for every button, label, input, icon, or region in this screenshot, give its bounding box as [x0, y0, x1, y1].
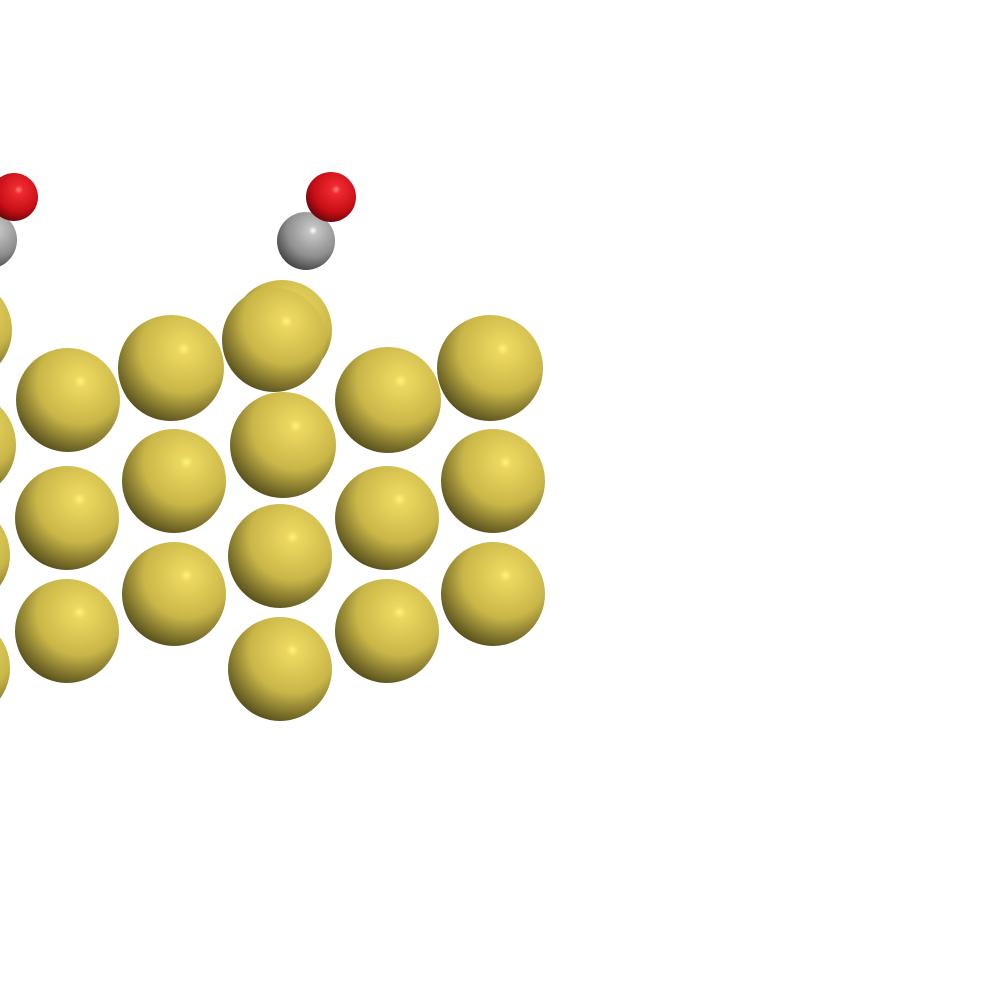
gold-atom: [441, 542, 545, 646]
gold-atom: [122, 542, 226, 646]
gold-atom: [16, 348, 120, 452]
carbon-atom: [0, 213, 17, 267]
gold-atom: [0, 637, 10, 699]
gold-atom: [228, 504, 332, 608]
gold-atom: [122, 429, 226, 533]
gold-atom: [441, 429, 545, 533]
oxygen-atom: [306, 172, 356, 222]
gold-atom: [437, 315, 543, 421]
carbon-atom: [277, 212, 335, 270]
gold-atom: [230, 392, 336, 498]
gold-atom: [0, 296, 12, 364]
gold-atom: [228, 617, 332, 721]
atom-layer: [0, 172, 545, 721]
oxygen-atom: [0, 173, 38, 221]
gold-atom: [0, 406, 16, 484]
gold-atom: [118, 315, 224, 421]
gold-atom: [222, 288, 326, 392]
gold-atom: [15, 466, 119, 570]
gold-atom: [15, 579, 119, 683]
gold-atom: [335, 579, 439, 683]
gold-atom: [0, 524, 10, 586]
gold-atom: [335, 347, 441, 453]
gold-atom: [335, 466, 439, 570]
